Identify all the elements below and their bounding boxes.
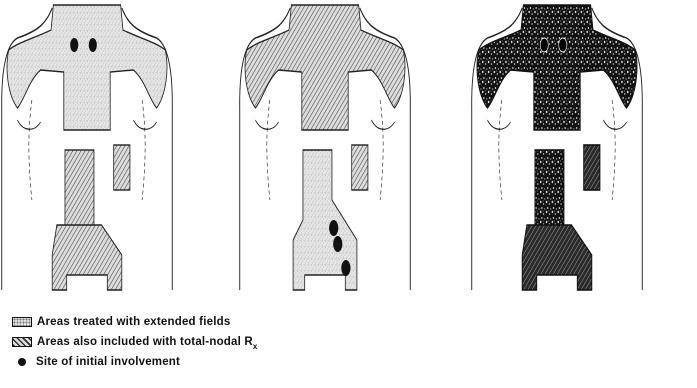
legend-item-extended-fields: Areas treated with extended fields xyxy=(12,312,432,332)
hatch-swatch-icon xyxy=(12,337,32,347)
involvement-dot xyxy=(540,38,548,52)
involvement-dot xyxy=(341,260,350,276)
legend-label-initial: Site of initial involvement xyxy=(36,356,180,368)
involvement-dot xyxy=(333,236,342,252)
dot-icon xyxy=(18,358,26,366)
involvement-dot xyxy=(559,38,567,52)
torso-figure-left xyxy=(2,5,173,290)
legend: Areas treated with extended fields Areas… xyxy=(12,312,432,372)
legend-label-extended: Areas treated with extended fields xyxy=(37,316,230,328)
involvement-dot xyxy=(70,38,78,52)
involvement-dot xyxy=(329,220,338,236)
legend-label-total-nodal-suffix: x xyxy=(253,342,258,351)
legend-label-total-nodal: Areas also included with total-nodal R xyxy=(37,336,253,348)
torso-diagrams xyxy=(0,0,697,300)
involvement-dot xyxy=(89,38,97,52)
torso-figure-right xyxy=(472,5,643,290)
legend-item-initial-involvement: Site of initial involvement xyxy=(12,352,432,372)
torso-figure-middle xyxy=(240,5,411,290)
stipple-swatch-icon xyxy=(12,317,32,327)
